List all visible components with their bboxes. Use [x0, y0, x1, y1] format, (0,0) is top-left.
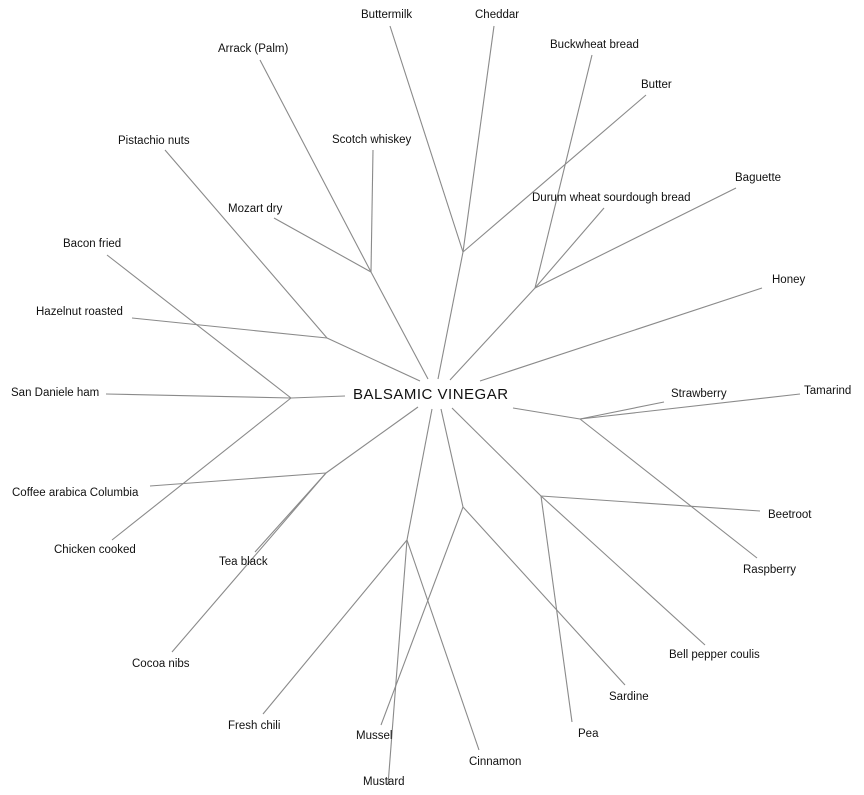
edge: [534, 187, 737, 289]
edge: [171, 472, 327, 653]
leaf-labels: Buttermilk Cheddar Buckwheat bread Butte…: [11, 9, 851, 788]
label-raspberry[interactable]: Raspberry: [743, 564, 796, 576]
label-buckwheat-bread[interactable]: Buckwheat bread: [550, 39, 639, 51]
edge: [440, 408, 464, 508]
center-node-label: BALSAMIC VINEGAR: [353, 386, 509, 403]
label-durum-wheat[interactable]: Durum wheat sourdough bread: [532, 192, 691, 204]
label-mozart-dry[interactable]: Mozart dry: [228, 203, 283, 215]
edge: [164, 149, 328, 339]
label-coffee-arabica[interactable]: Coffee arabica Columbia: [12, 487, 139, 499]
edge: [579, 418, 758, 559]
edge: [534, 54, 593, 289]
label-tea-black[interactable]: Tea black: [219, 556, 268, 568]
edge: [462, 25, 495, 253]
edge: [106, 254, 292, 399]
label-butter[interactable]: Butter: [641, 79, 672, 91]
edge: [406, 539, 480, 751]
edge: [579, 393, 801, 420]
edge: [273, 217, 372, 273]
edge: [259, 59, 372, 273]
label-chicken-cooked[interactable]: Chicken cooked: [54, 544, 136, 556]
edge: [325, 406, 419, 474]
edge: [540, 495, 706, 646]
label-honey[interactable]: Honey: [772, 274, 805, 286]
label-bell-pepper-coulis[interactable]: Bell pepper coulis: [669, 649, 760, 661]
label-baguette[interactable]: Baguette: [735, 172, 781, 184]
edge: [326, 337, 421, 382]
edge: [479, 287, 763, 382]
label-beetroot[interactable]: Beetroot: [768, 509, 812, 521]
label-sardine[interactable]: Sardine: [609, 691, 649, 703]
edge: [449, 287, 536, 381]
label-arrack[interactable]: Arrack (Palm): [218, 43, 288, 55]
label-cinnamon[interactable]: Cinnamon: [469, 756, 521, 768]
edge: [451, 407, 542, 497]
label-hazelnut-roasted[interactable]: Hazelnut roasted: [36, 306, 123, 318]
edge: [370, 149, 374, 273]
edge: [437, 251, 464, 380]
edge: [389, 25, 464, 253]
label-pistachio-nuts[interactable]: Pistachio nuts: [118, 135, 190, 147]
label-fresh-chili[interactable]: Fresh chili: [228, 720, 280, 732]
edge: [462, 506, 626, 686]
edge: [149, 472, 327, 487]
label-mussel[interactable]: Mussel: [356, 730, 392, 742]
edge: [512, 407, 581, 420]
edge: [540, 495, 761, 512]
edge: [131, 317, 328, 339]
edge: [290, 395, 346, 399]
label-cocoa-nibs[interactable]: Cocoa nibs: [132, 658, 190, 670]
edge: [380, 506, 464, 726]
label-cheddar[interactable]: Cheddar: [475, 9, 519, 21]
label-buttermilk[interactable]: Buttermilk: [361, 9, 412, 21]
edges: [105, 25, 801, 786]
edge: [262, 539, 408, 715]
edge: [105, 393, 292, 399]
label-pea[interactable]: Pea: [578, 728, 599, 740]
label-san-daniele-ham[interactable]: San Daniele ham: [11, 387, 99, 399]
edge: [579, 401, 665, 420]
label-scotch-whiskey[interactable]: Scotch whiskey: [332, 134, 412, 146]
edge: [462, 94, 647, 253]
edge: [534, 207, 605, 289]
edge: [370, 271, 429, 380]
label-bacon-fried[interactable]: Bacon fried: [63, 238, 121, 250]
edge: [387, 539, 408, 786]
label-strawberry[interactable]: Strawberry: [671, 388, 727, 400]
edge: [540, 495, 573, 723]
label-mustard[interactable]: Mustard: [363, 776, 405, 788]
edge: [111, 397, 292, 541]
edge: [406, 408, 433, 541]
label-tamarind[interactable]: Tamarind: [804, 385, 851, 397]
